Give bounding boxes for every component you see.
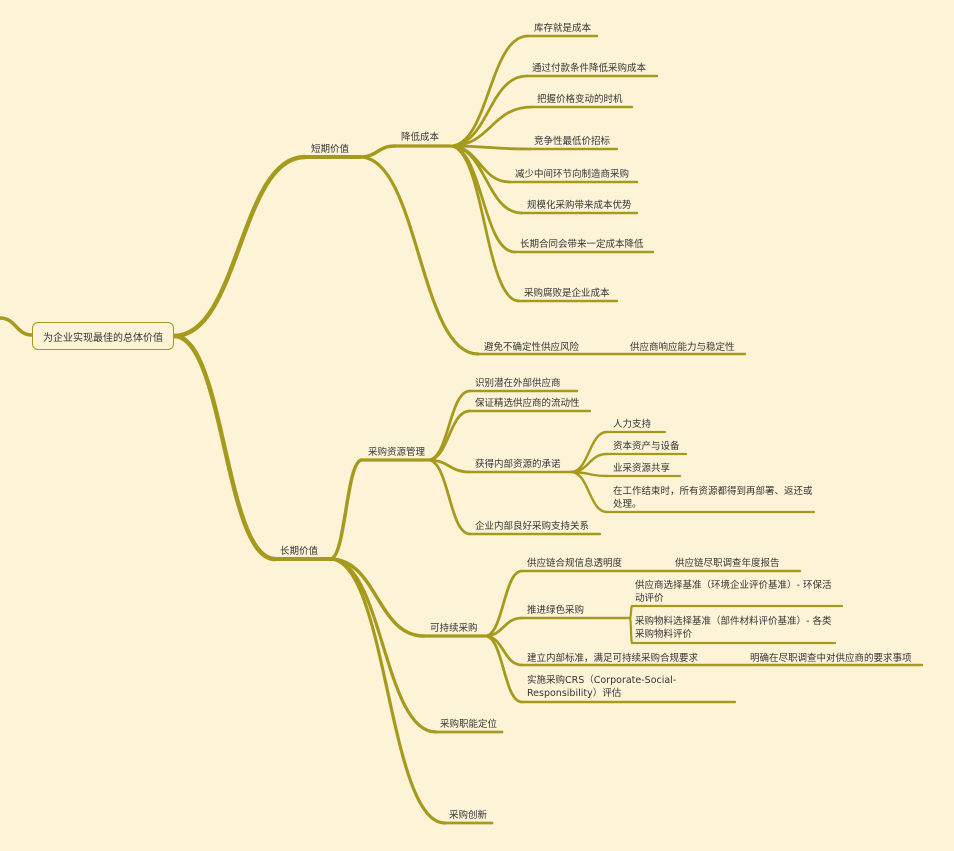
connector-long-sustain	[328, 557, 426, 638]
connector-cost-item	[448, 144, 517, 254]
connector-sustain-item	[483, 634, 524, 667]
connector-resource-item	[426, 389, 472, 462]
connector-root-long	[171, 333, 278, 562]
connector-long-position	[328, 557, 438, 734]
connector-short-risk	[358, 155, 480, 356]
node-short-term[interactable]: 短期价值	[311, 144, 350, 155]
node-due-diligence-report[interactable]: 供应链尽职调查年度报告	[675, 558, 780, 569]
connector-cost-item	[448, 34, 530, 148]
connector-green-item	[628, 616, 634, 645]
node-innovation[interactable]: 采购创新	[449, 810, 488, 821]
connector-cost-item	[448, 74, 529, 148]
node-avoid-risk[interactable]: 避免不确定性供应风险	[484, 342, 580, 353]
node-cost-item[interactable]: 通过付款条件降低采购成本	[532, 63, 647, 74]
connector-sustain-item	[483, 569, 524, 638]
node-internal-item[interactable]: 业采资源共享	[613, 463, 671, 474]
connector-resource-item	[426, 409, 472, 462]
node-internal-commitment[interactable]: 获得内部资源的承诺	[475, 459, 561, 470]
node-internal-standards[interactable]: 建立内部标准，满足可持续采购合规要求	[527, 653, 699, 664]
node-green-procurement[interactable]: 推进绿色采购	[527, 605, 585, 616]
node-positioning[interactable]: 采购职能定位	[440, 719, 498, 730]
connector-resource-item	[426, 458, 472, 536]
node-cost-item[interactable]: 规模化采购带来成本优势	[527, 200, 632, 211]
node-cost-item[interactable]: 竞争性最低价招标	[534, 136, 611, 147]
node-cost-item[interactable]: 库存就是成本	[534, 23, 592, 34]
connector-short-reduce	[358, 144, 397, 159]
node-sustainable[interactable]: 可持续采购	[430, 623, 478, 634]
node-internal-item[interactable]: 在工作结束时，所有资源都得到再部署、返还或处理。	[613, 486, 813, 510]
node-supplier-response[interactable]: 供应商响应能力与稳定性	[630, 342, 735, 353]
node-green-item[interactable]: 采购物料选择基准（部件材料评价基准）- 各类采购物料评价	[635, 616, 832, 640]
connector-sustain-item	[483, 634, 524, 704]
connector-cost-item	[448, 144, 524, 215]
node-csr[interactable]: 实施采购CRS（Corporate-Social-Responsibility）…	[527, 675, 677, 699]
connector-cost-item	[448, 144, 521, 303]
node-supplier-liquidity[interactable]: 保证精选供应商的流动性	[475, 398, 580, 409]
connector-internal-item	[569, 430, 609, 474]
node-transparency[interactable]: 供应链合规信息透明度	[527, 558, 623, 569]
node-identify-suppliers[interactable]: 识别潜在外部供应商	[475, 378, 561, 389]
node-internal-relations[interactable]: 企业内部良好采购支持关系	[475, 521, 590, 532]
node-supplier-requirements[interactable]: 明确在尽职调查中对供应商的要求事项	[750, 653, 912, 664]
node-cost-item[interactable]: 采购腐败是企业成本	[524, 288, 610, 299]
root-node[interactable]: 为企业实现最佳的总体价值	[32, 322, 174, 350]
node-reduce-cost[interactable]: 降低成本	[401, 132, 440, 143]
node-cost-item[interactable]: 减少中间环节向制造商采购	[515, 169, 630, 180]
node-cost-item[interactable]: 把握价格变动的时机	[537, 94, 623, 105]
node-long-term[interactable]: 长期价值	[280, 546, 319, 557]
node-internal-item[interactable]: 人力支持	[613, 419, 652, 430]
connector-long-resource	[328, 458, 364, 561]
connector-internal-item	[569, 470, 609, 514]
node-cost-item[interactable]: 长期合同会带来一定成本降低	[520, 239, 644, 250]
connector-cost-item	[448, 105, 534, 148]
node-green-item[interactable]: 供应商选择基准（环境企业评价基准）- 环保活动评价	[635, 580, 832, 604]
connector-green-item	[628, 604, 634, 620]
node-internal-item[interactable]: 资本资产与设备	[613, 441, 680, 452]
connector-edge	[0, 316, 34, 337]
node-resource-mgmt[interactable]: 采购资源管理	[368, 447, 426, 458]
connector-root-short	[171, 154, 308, 339]
connector-long-innovation	[328, 557, 447, 825]
connector-cost-item	[448, 144, 532, 151]
